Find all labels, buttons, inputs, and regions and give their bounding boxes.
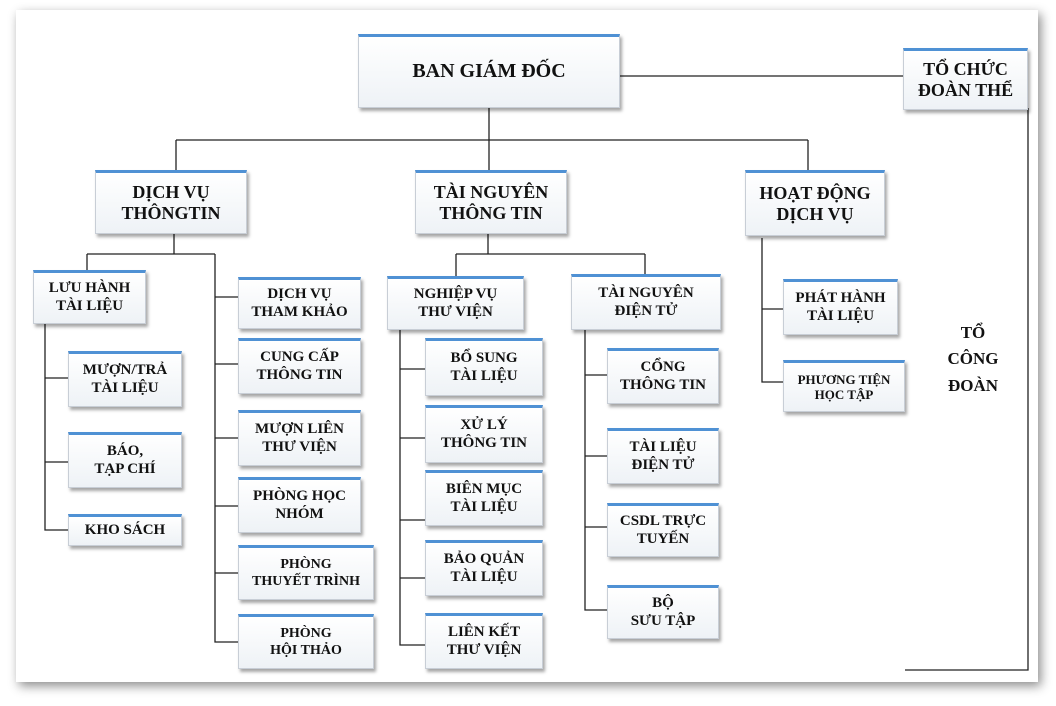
- box-book-storage: KHO SÁCH: [68, 514, 182, 546]
- box-electronic-resources: TÀI NGUYÊN ĐIỆN TỬ: [571, 274, 721, 330]
- box-acquisition: BỔ SUNG TÀI LIỆU: [425, 338, 543, 396]
- box-interlibrary-loan: MƯỢN LIÊN THƯ VIỆN: [238, 410, 361, 466]
- box-borrow-return: MƯỢN/TRẢ TÀI LIỆU: [68, 351, 182, 407]
- side-org-box: TỔ CHỨC ĐOÀN THỂ: [903, 48, 1028, 110]
- box-library-linkage: LIÊN KẾT THƯ VIỆN: [425, 613, 543, 669]
- box-information-supply: CUNG CẤP THÔNG TIN: [238, 338, 361, 394]
- box-group-study-room: PHÒNG HỌC NHÓM: [238, 477, 361, 533]
- root-board-of-directors: BAN GIÁM ĐỐC: [358, 34, 620, 108]
- box-preservation: BẢO QUẢN TÀI LIỆU: [425, 540, 543, 596]
- box-circulation: LƯU HÀNH TÀI LIỆU: [33, 270, 146, 324]
- branch-service-activities: HOẠT ĐỘNG DỊCH VỤ: [745, 170, 885, 236]
- box-learning-facilities: PHƯƠNG TIỆN HỌC TẬP: [783, 360, 905, 412]
- branch-info-resources: TÀI NGUYÊN THÔNG TIN: [415, 170, 567, 234]
- box-information-processing: XỬ LÝ THÔNG TIN: [425, 405, 543, 463]
- union-label: TỔ CÔNG ĐOÀN: [947, 323, 999, 395]
- box-cataloging: BIÊN MỤC TÀI LIỆU: [425, 470, 543, 526]
- box-conference-room: PHÒNG HỘI THẢO: [238, 614, 374, 669]
- box-electronic-documents: TÀI LIỆU ĐIỆN TỬ: [607, 428, 719, 484]
- box-reference-service: DỊCH VỤ THAM KHẢO: [238, 277, 361, 329]
- box-presentation-room: PHÒNG THUYẾT TRÌNH: [238, 545, 374, 600]
- box-library-operations: NGHIỆP VỤ THƯ VIỆN: [387, 276, 524, 330]
- branch-info-services: DỊCH VỤ THÔNGTIN: [95, 170, 247, 234]
- box-information-portal: CỔNG THÔNG TIN: [607, 348, 719, 404]
- box-collection: BỘ SƯU TẬP: [607, 585, 719, 639]
- box-newspapers: BÁO, TẠP CHÍ: [68, 432, 182, 488]
- box-document-publishing: PHÁT HÀNH TÀI LIỆU: [783, 279, 898, 335]
- box-online-database: CSDL TRỰC TUYẾN: [607, 503, 719, 557]
